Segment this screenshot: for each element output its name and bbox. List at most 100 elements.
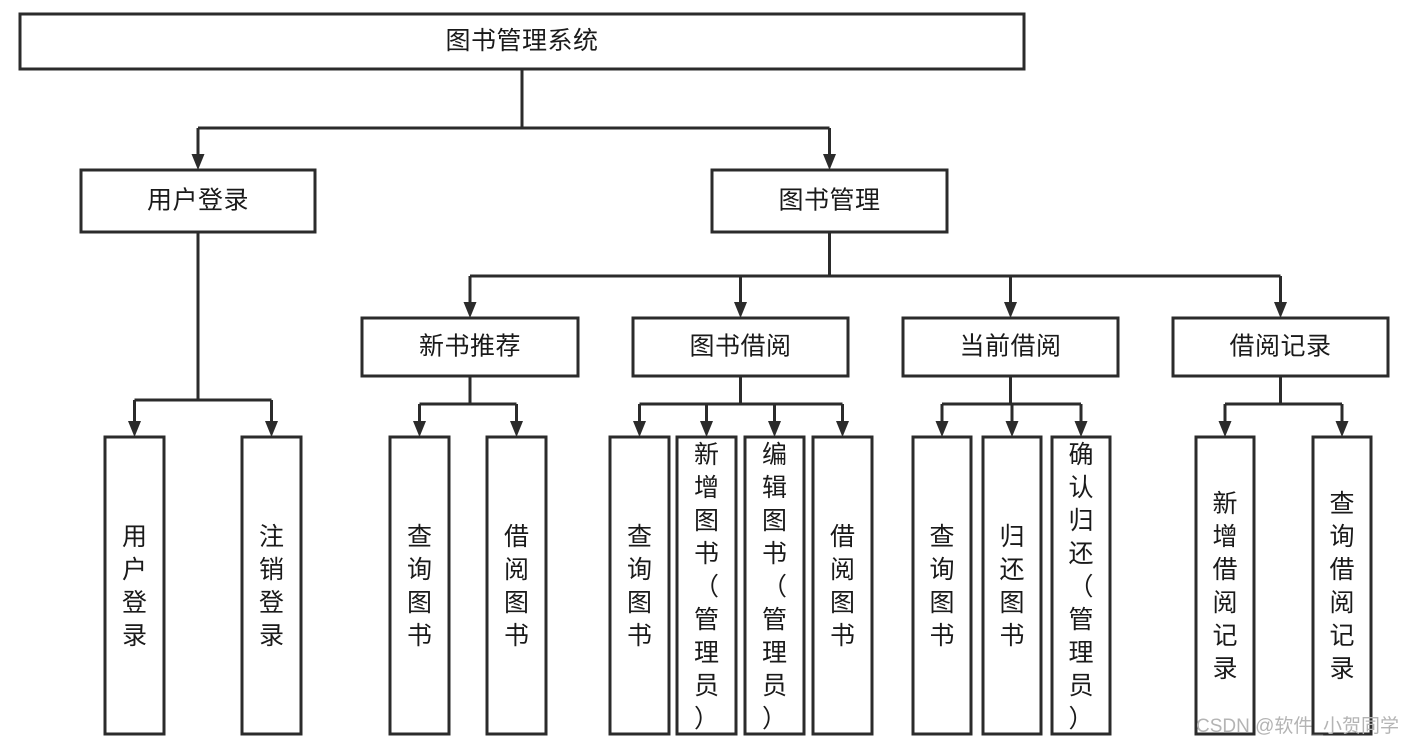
arrowhead-icon [191,154,205,170]
connector-leaf-return-book [1005,404,1019,437]
node-book-borrow[interactable]: 图书借阅 [631,316,850,378]
arrowhead-icon [700,421,713,437]
connector-leaf-add-book [700,404,713,437]
node-label: 注销登录 [259,523,284,650]
connector-group [633,376,849,437]
node-box[interactable] [1050,435,1112,736]
connector-leaf-add-record [1218,404,1232,437]
connector-group [935,376,1088,437]
arrowhead-icon [1004,302,1017,318]
node-label: 用户登录 [122,523,147,650]
node-label: 查询图书 [929,523,954,650]
arrowhead-icon [768,421,781,437]
node-borrow-record[interactable]: 借阅记录 [1171,316,1390,378]
node-leaf-return-book[interactable]: 归还图书 [981,435,1043,736]
node-box[interactable] [675,435,738,736]
node-box[interactable] [811,435,874,736]
node-box[interactable] [240,435,303,736]
node-box[interactable] [1311,435,1373,736]
node-label: 借阅图书 [504,523,529,650]
node-box[interactable] [608,435,671,736]
node-label: 查询图书 [407,523,432,650]
connector-group [1218,376,1349,437]
node-leaf-borrow-book-2[interactable]: 借阅图书 [811,435,874,736]
connector-current-borrow [1004,276,1017,318]
node-box[interactable] [631,316,850,378]
node-label: 借阅记录 [1229,333,1331,361]
arrowhead-icon [265,421,278,437]
node-leaf-add-book[interactable]: 新增图书（管理员） [675,435,738,736]
node-leaf-borrow-book-1[interactable]: 借阅图书 [485,435,548,736]
node-label: 确认归还（管理员） [1068,441,1093,733]
node-box[interactable] [981,435,1043,736]
connector-layer [128,69,1349,437]
node-box[interactable] [710,168,949,234]
arrowhead-icon [633,421,646,437]
connector-group [191,69,836,170]
node-new-book-recommend[interactable]: 新书推荐 [360,316,580,378]
node-leaf-query-record[interactable]: 查询借阅记录 [1311,435,1373,736]
arrowhead-icon [836,421,849,437]
node-root[interactable]: 图书管理系统 [18,12,1026,71]
node-box[interactable] [485,435,548,736]
arrowhead-icon [823,154,836,170]
node-book-manage[interactable]: 图书管理 [710,168,949,234]
node-label: 图书借阅 [689,333,791,361]
node-leaf-add-record[interactable]: 新增借阅记录 [1194,435,1256,736]
arrowhead-icon [1218,421,1232,437]
connector-leaf-query-book-3 [935,404,949,437]
node-label: 归还图书 [999,523,1024,650]
arrowhead-icon [128,421,141,437]
node-user-login[interactable]: 用户登录 [79,168,317,234]
connector-borrow-record [1274,276,1287,318]
node-box[interactable] [1194,435,1256,736]
node-label: 新书推荐 [419,333,521,361]
node-box[interactable] [18,12,1026,71]
arrowhead-icon [463,302,477,318]
connector-book-borrow [734,276,747,318]
node-label: 查询借阅记录 [1329,490,1354,683]
node-label: 图书管理 [778,187,880,215]
connector-group [128,232,278,437]
connector-book-manage [823,128,836,170]
node-label: 图书管理系统 [445,27,598,55]
arrowhead-icon [935,421,949,437]
connector-leaf-logout [265,400,278,437]
connector-leaf-query-book-1 [413,404,426,437]
node-label: 查询图书 [627,523,652,650]
node-leaf-query-book-2[interactable]: 查询图书 [608,435,671,736]
node-current-borrow[interactable]: 当前借阅 [901,316,1120,378]
arrowhead-icon [734,302,747,318]
node-box[interactable] [901,316,1120,378]
arrowhead-icon [1005,421,1019,437]
node-leaf-query-book-1[interactable]: 查询图书 [388,435,451,736]
csdn-watermark: CSDN @软件_小贺同学 [1196,715,1399,737]
connector-leaf-confirm-return [1074,404,1088,437]
connector-leaf-user-login [128,400,141,437]
connector-new-book-recommend [463,276,477,318]
node-layer: 图书管理系统用户登录图书管理新书推荐图书借阅当前借阅借阅记录用户登录注销登录查询… [18,12,1390,736]
node-box[interactable] [103,435,166,736]
connector-leaf-query-book-2 [633,404,646,437]
node-label: 借阅图书 [830,523,855,650]
node-leaf-confirm-return[interactable]: 确认归还（管理员） [1050,435,1112,736]
node-label: 新增图书（管理员） [694,441,719,733]
connector-leaf-borrow-book-1 [510,404,523,437]
node-box[interactable] [743,435,806,736]
node-leaf-edit-book[interactable]: 编辑图书（管理员） [743,435,806,736]
connector-leaf-edit-book [768,404,781,437]
node-leaf-user-login[interactable]: 用户登录 [103,435,166,736]
node-box[interactable] [388,435,451,736]
node-label: 新增借阅记录 [1212,490,1237,683]
node-box[interactable] [360,316,580,378]
arrowhead-icon [1335,421,1349,437]
node-box[interactable] [1171,316,1390,378]
node-box[interactable] [79,168,317,234]
node-box[interactable] [911,435,973,736]
node-leaf-query-book-3[interactable]: 查询图书 [911,435,973,736]
arrowhead-icon [510,421,523,437]
node-label: 编辑图书（管理员） [762,441,787,733]
node-leaf-logout[interactable]: 注销登录 [240,435,303,736]
